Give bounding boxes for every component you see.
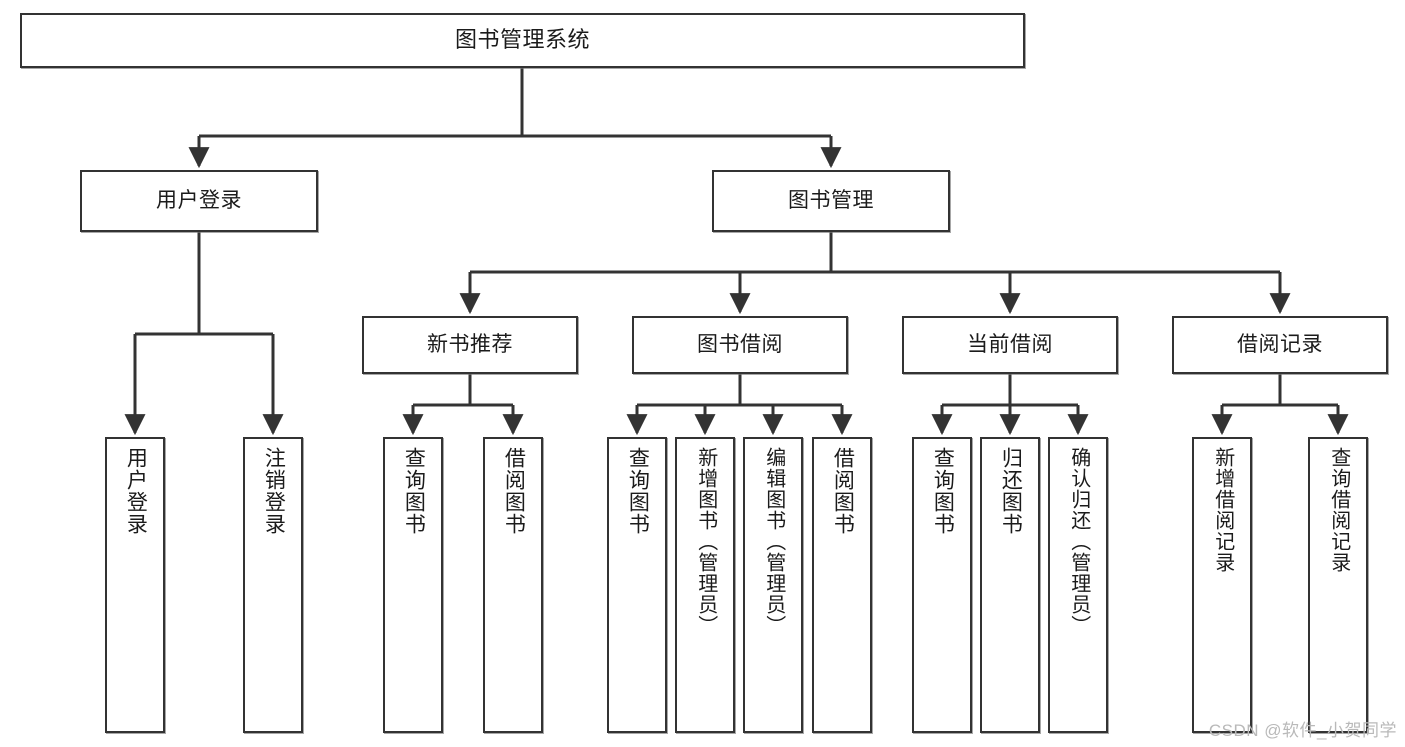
node-user-login[interactable]: 用户登录 xyxy=(80,170,318,232)
leaf-query-book-newbook[interactable]: 查询图书 xyxy=(383,437,443,733)
leaf-logout[interactable]: 注销登录 xyxy=(243,437,303,733)
node-label: 借阅图书 xyxy=(502,447,526,535)
node-label: 当前借阅 xyxy=(967,333,1053,357)
node-label: 用户登录 xyxy=(124,447,148,535)
leaf-query-book-borrow[interactable]: 查询图书 xyxy=(607,437,667,733)
leaf-edit-book-admin[interactable]: 编辑图书（管理员） xyxy=(743,437,803,733)
node-label: 归还图书 xyxy=(999,447,1023,535)
node-book-management[interactable]: 图书管理 xyxy=(712,170,950,232)
node-label: 查询借阅记录 xyxy=(1327,447,1350,573)
leaf-borrow-book[interactable]: 借阅图书 xyxy=(812,437,872,733)
node-label: 查询图书 xyxy=(626,447,650,535)
leaf-query-borrow-record[interactable]: 查询借阅记录 xyxy=(1308,437,1368,733)
leaf-add-borrow-record[interactable]: 新增借阅记录 xyxy=(1192,437,1252,733)
node-label: 图书管理系统 xyxy=(454,27,590,53)
leaf-query-book-current[interactable]: 查询图书 xyxy=(912,437,972,733)
node-label: 借阅图书 xyxy=(831,447,855,535)
node-label: 用户登录 xyxy=(156,189,242,213)
node-label: 新增借阅记录 xyxy=(1211,447,1234,573)
node-label: 借阅记录 xyxy=(1237,333,1323,357)
node-new-book-recommendation[interactable]: 新书推荐 xyxy=(362,316,578,374)
node-borrow-record[interactable]: 借阅记录 xyxy=(1172,316,1388,374)
leaf-add-book-admin[interactable]: 新增图书（管理员） xyxy=(675,437,735,733)
node-label: 新增图书（管理员） xyxy=(694,447,717,636)
node-label: 确认归还（管理员） xyxy=(1067,447,1090,636)
leaf-return-book[interactable]: 归还图书 xyxy=(980,437,1040,733)
node-label: 查询图书 xyxy=(931,447,955,535)
node-book-borrow[interactable]: 图书借阅 xyxy=(632,316,848,374)
node-label: 查询图书 xyxy=(402,447,426,535)
leaf-confirm-return-admin[interactable]: 确认归还（管理员） xyxy=(1048,437,1108,733)
leaf-borrow-book-newbook[interactable]: 借阅图书 xyxy=(483,437,543,733)
leaf-user-login[interactable]: 用户登录 xyxy=(105,437,165,733)
node-label: 编辑图书（管理员） xyxy=(762,447,785,636)
node-root-book-management-system[interactable]: 图书管理系统 xyxy=(20,13,1025,68)
node-label: 新书推荐 xyxy=(427,333,513,357)
node-label: 图书管理 xyxy=(788,189,874,213)
node-current-borrow[interactable]: 当前借阅 xyxy=(902,316,1118,374)
node-label: 图书借阅 xyxy=(697,333,783,357)
node-label: 注销登录 xyxy=(262,447,286,535)
